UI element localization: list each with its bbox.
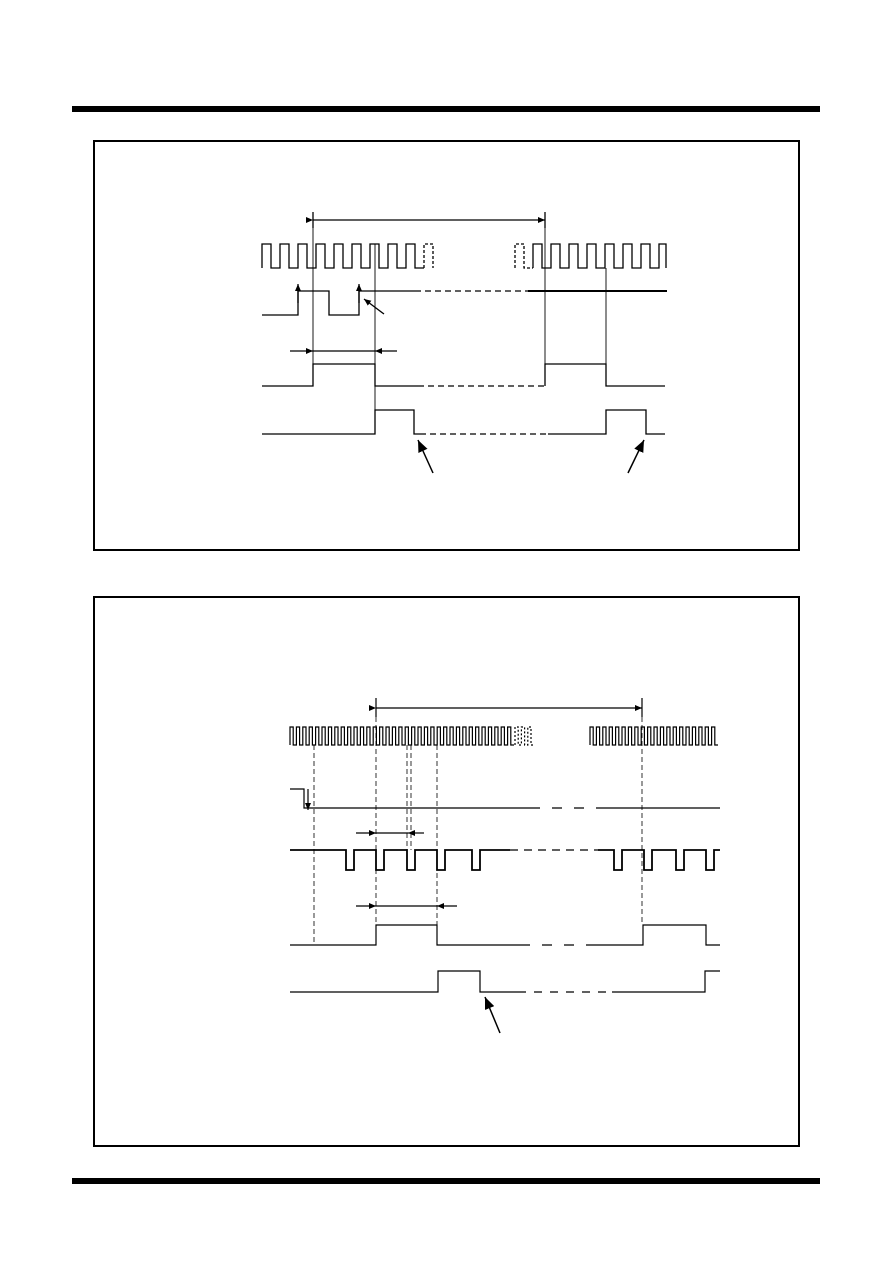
signal-b-waveform xyxy=(262,363,418,387)
signal-c-waveform-right xyxy=(548,409,665,435)
clock-dashed-segment xyxy=(514,726,535,746)
signal-b-waveform-right xyxy=(598,849,720,871)
period-span xyxy=(306,212,546,228)
pointer-arrow-2 xyxy=(627,439,645,474)
timing-guides xyxy=(312,228,607,410)
period-span xyxy=(369,698,643,717)
signal-c-waveform xyxy=(290,924,520,946)
signal-b-waveform xyxy=(290,849,510,871)
timing-guides xyxy=(313,717,643,945)
signal-a-waveform xyxy=(262,290,415,316)
pointer-arrow-1 xyxy=(484,996,501,1034)
timing-diagram-2 xyxy=(289,698,720,1034)
signal-b-waveform-right xyxy=(544,363,665,387)
clock-waveform-right xyxy=(589,726,718,746)
signal-d-waveform-right xyxy=(612,970,720,993)
clock-waveform xyxy=(261,243,424,269)
timing-diagram-1 xyxy=(261,212,667,474)
bottom-rule xyxy=(72,1178,820,1184)
signal-d-waveform xyxy=(290,970,518,993)
signal-c-waveform-right xyxy=(592,924,720,946)
timing-panel-1 xyxy=(93,140,800,551)
top-rule xyxy=(72,106,820,112)
pointer-arrow-1 xyxy=(417,439,434,474)
signal-c-waveform xyxy=(262,409,420,435)
clock-dashed-segment xyxy=(423,243,533,269)
edge-pointer xyxy=(363,298,385,315)
clock-waveform xyxy=(289,726,514,746)
clock-waveform-right xyxy=(532,243,667,269)
signal-a-waveform xyxy=(290,788,530,809)
timing-panel-2 xyxy=(93,596,800,1147)
